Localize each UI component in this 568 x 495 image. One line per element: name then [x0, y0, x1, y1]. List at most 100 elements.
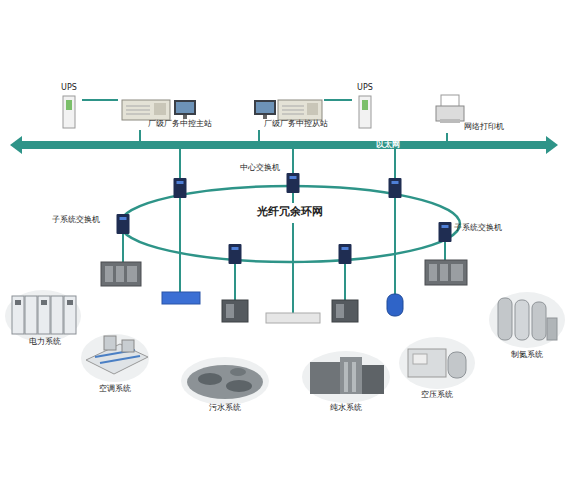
switch-light	[177, 181, 184, 184]
node-label: 纯水系统	[305, 404, 387, 412]
plc-icon	[101, 262, 141, 286]
network-link	[139, 130, 141, 141]
ring-shape	[118, 184, 462, 264]
switch-light	[232, 247, 239, 250]
switch-light	[442, 225, 449, 228]
server-vent	[282, 106, 304, 107]
monitor-icon	[174, 100, 196, 115]
ethernet-bus: 以太网	[10, 141, 558, 149]
nitrogen-system: 制氮系统	[492, 294, 562, 360]
water-column	[344, 362, 348, 392]
switch-icon	[339, 244, 352, 264]
controller-slot	[336, 304, 344, 318]
plc-module	[429, 264, 437, 281]
network-link	[446, 133, 448, 141]
node-label: 空压系统	[402, 391, 472, 399]
printer-icon	[436, 106, 464, 121]
bus-arrowhead	[546, 136, 558, 154]
power-cabinet	[25, 296, 37, 334]
monitor-stand	[183, 115, 187, 119]
monitor-screen	[256, 102, 274, 113]
ups-unit: UPS	[56, 84, 82, 130]
switch-icon	[229, 244, 242, 264]
system-cloud	[181, 357, 269, 405]
switch-light	[290, 176, 297, 179]
server-icon	[122, 100, 170, 120]
water-plant	[340, 357, 362, 394]
power-cabinet	[12, 296, 24, 334]
master-station: 厂级厂务中控主站	[118, 96, 210, 130]
server-vent	[282, 110, 304, 111]
controller-icon	[222, 300, 248, 322]
sewage-tank	[198, 373, 222, 385]
system-cloud	[81, 334, 149, 382]
hvac-unit	[122, 340, 134, 352]
cabinet-panel	[67, 300, 73, 305]
switch-light	[120, 217, 127, 220]
sewage-site	[187, 365, 263, 399]
ups-unit: UPS	[352, 84, 378, 130]
io-module	[162, 292, 200, 304]
network-printer: 网络打印机	[432, 93, 514, 133]
network-link	[292, 149, 294, 158]
link-line	[394, 149, 396, 294]
node-label: 厂级厂务中控主站	[148, 120, 214, 128]
network-link	[82, 99, 118, 101]
compressor-panel	[413, 354, 427, 364]
bus-arrowhead	[10, 136, 22, 154]
monitor-screen	[176, 102, 194, 113]
controller-icon	[332, 300, 358, 322]
server-vent	[126, 106, 150, 107]
water-plant	[362, 365, 384, 394]
link-line	[292, 223, 294, 313]
node-label: 制氮系统	[492, 351, 562, 359]
monitor-icon	[254, 100, 276, 115]
node-label: 子系统交换机	[52, 216, 114, 224]
printer-tray	[440, 119, 460, 123]
gateway-icon	[266, 313, 320, 323]
ring-line	[120, 186, 460, 262]
node-label: 中心交换机	[240, 164, 288, 172]
hvac-platform	[86, 344, 148, 374]
printer-paper	[441, 95, 459, 107]
power-cabinet	[38, 296, 50, 334]
sensor-icon	[387, 294, 403, 316]
nitrogen-tower	[515, 300, 529, 340]
cabinet-panel	[41, 300, 47, 305]
subsystem-switch: 子系统交换机	[52, 210, 136, 238]
bus-bar	[20, 141, 548, 149]
server-icon	[278, 100, 322, 120]
switch-icon	[174, 178, 187, 198]
switch-icon	[287, 173, 300, 193]
server-bay	[307, 103, 318, 115]
subsystem-switch: 子系统交换机	[436, 218, 524, 246]
fiber-ring: 光纤冗余环网	[118, 184, 462, 264]
network-link	[324, 99, 352, 101]
sewage-system: 污水系统	[185, 358, 265, 414]
server-vent	[126, 114, 150, 115]
node-label: 电力系统	[10, 338, 80, 346]
sewage-tank	[226, 380, 252, 392]
node-label: 网络打印机	[464, 123, 516, 131]
cabinet-panel	[15, 300, 21, 305]
plc-module	[127, 266, 137, 282]
node-label: 子系统交换机	[454, 224, 520, 232]
switch-light	[342, 247, 349, 250]
node-label: UPS	[348, 84, 382, 93]
link-line	[444, 242, 446, 260]
power-cabinet	[64, 296, 76, 334]
system-cloud	[489, 292, 565, 348]
node-label: 污水系统	[185, 404, 265, 412]
power-system: 电力系统	[10, 290, 80, 348]
system-cloud	[302, 351, 390, 403]
water-plant	[310, 362, 340, 394]
switch-icon	[389, 178, 402, 198]
nitrogen-tower	[498, 298, 512, 340]
nitrogen-tower	[532, 302, 546, 340]
node-label: 光纤冗余环网	[230, 206, 350, 218]
system-cloud	[399, 337, 475, 389]
nitrogen-unit	[547, 318, 557, 340]
node-label: 厂级厂务中控从站	[264, 120, 330, 128]
link-line	[234, 264, 236, 300]
